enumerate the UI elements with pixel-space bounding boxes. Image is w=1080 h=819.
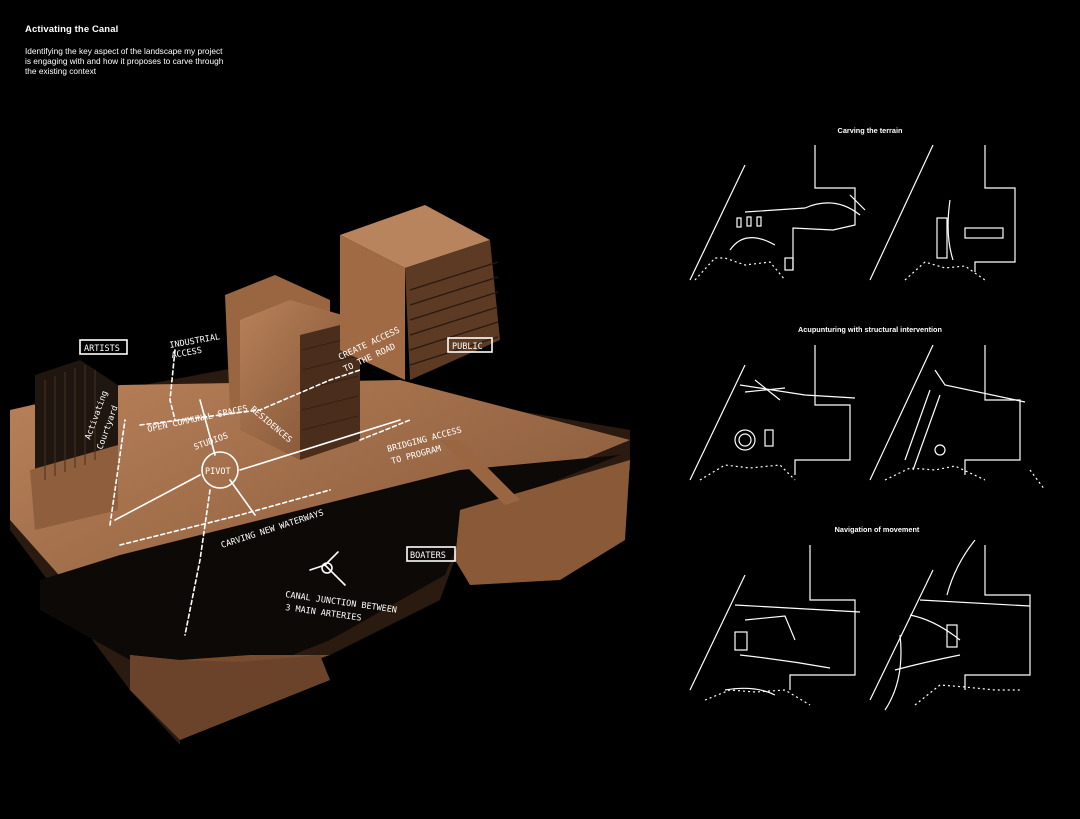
annotation-path-junction <box>184 489 211 636</box>
page-title: Activating the Canal <box>25 24 119 35</box>
artists-building-front <box>30 445 118 530</box>
sketch-title-acupuncture: Acupunturing with structural interventio… <box>798 325 942 334</box>
tower-top <box>340 205 490 268</box>
tower-left-face <box>340 235 405 380</box>
site-model-photo: ARTISTS PUBLIC BOATERS INDUSTRIAL ACCESS… <box>10 205 630 745</box>
annotation-arrow-up <box>199 399 216 456</box>
sketch-title-navigation: Navigation of movement <box>834 525 920 534</box>
bridge <box>440 440 520 505</box>
annotation-path-bridge <box>359 419 411 441</box>
label-artists: ARTISTS <box>84 344 120 354</box>
annotation-arrow-right <box>239 419 401 471</box>
model-wedge-bottom-left <box>130 655 330 740</box>
canal-water <box>40 455 620 700</box>
pivot-circle <box>201 451 239 489</box>
annotation-path-industrial <box>169 349 176 421</box>
annotation-arrow-down <box>229 479 256 516</box>
tower-right-face <box>405 240 500 380</box>
label-pivot: PIVOT <box>205 467 231 477</box>
sketch-navigation <box>689 540 1031 711</box>
model-landmass-right <box>455 460 630 585</box>
sketch-title-carving: Carving the terrain <box>837 126 903 135</box>
label-public: PUBLIC <box>452 342 483 352</box>
annotation-path-carve <box>119 489 331 546</box>
sketch-acupuncture <box>689 344 1045 490</box>
annotation-path-left <box>109 419 126 526</box>
annotation-path-communal <box>139 369 361 426</box>
label-boaters: BOATERS <box>410 551 446 561</box>
page-description: Identifying the key aspect of the landsc… <box>25 46 224 76</box>
annotation-arrow-left <box>114 474 201 521</box>
sketch-carving-terrain <box>689 144 1016 281</box>
